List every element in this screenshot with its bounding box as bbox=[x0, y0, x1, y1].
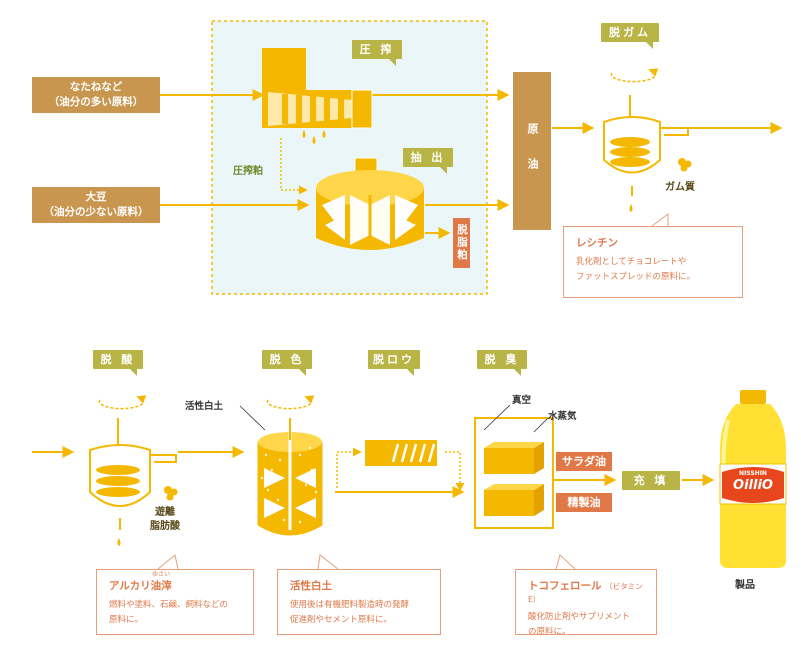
lecithin-callout: レシチン 乳化剤としてチョコレートや ファットスプレッドの原料に。 bbox=[563, 226, 743, 298]
activated-clay-label: 活性白土 bbox=[185, 401, 224, 412]
tocopherol-callout: トコフェロール （ビタミンE） 酸化防止剤やサプリメント の原料に。 bbox=[515, 569, 657, 637]
defatted-meal-label: 脱脂粕 bbox=[456, 224, 468, 262]
tocopherol-title-note: （ビタミンE） bbox=[528, 582, 643, 604]
refined-oil-tag: 精製油 bbox=[556, 493, 612, 512]
tag-press: 圧 搾 bbox=[352, 40, 402, 66]
tocopherol-title: トコフェロール bbox=[528, 580, 602, 592]
soapstock-pointer bbox=[157, 554, 179, 570]
lecithin-title: レシチン bbox=[576, 237, 618, 249]
bottle-brand-top: NISSHIN bbox=[739, 470, 767, 477]
steam-pointer bbox=[533, 417, 549, 433]
clay-callout-title: 活性白土 bbox=[290, 580, 332, 592]
product-label: 製品 bbox=[735, 580, 755, 591]
tag-fill: 充 填 bbox=[622, 471, 680, 490]
toco-callout-pointer bbox=[555, 554, 576, 570]
tag-dewax: 脱ロウ bbox=[368, 350, 420, 376]
tag-deacid: 脱 酸 bbox=[93, 350, 143, 376]
fatty-acid-line2: 脂肪酸 bbox=[150, 521, 180, 532]
source-rapeseed-line1: なたねなど bbox=[69, 81, 123, 93]
degum-discs bbox=[610, 137, 692, 212]
clay-callout: 活性白土 使用後は有機肥料製造時の発酵 促進剤やセメント原料に。 bbox=[277, 569, 441, 635]
deacid-discs bbox=[96, 465, 178, 546]
tocopherol-title-row: トコフェロール （ビタミンE） bbox=[528, 578, 646, 605]
source-soybean: 大豆 （油分の少ない原料） bbox=[32, 187, 160, 223]
tag-degum: 脱ガム bbox=[601, 23, 659, 49]
soapstock-body: 燃料や塗料、石鹸、飼料などの 原料に。 bbox=[109, 600, 229, 625]
soapstock-ruby: ゆさい bbox=[152, 571, 171, 578]
soapstock-title-row: アルカリ油滓 ゆさい bbox=[109, 571, 243, 593]
press-machine bbox=[262, 48, 373, 144]
degum-rotation bbox=[610, 68, 659, 83]
source-soybean-line1: 大豆 bbox=[85, 191, 107, 203]
tag-decolor: 脱 色 bbox=[262, 350, 312, 376]
vacuum-label: 真空 bbox=[512, 395, 532, 406]
clay-pointer bbox=[239, 405, 266, 431]
tag-deodor: 脱 臭 bbox=[477, 350, 527, 376]
source-soybean-line2: （油分の少ない原料） bbox=[43, 206, 149, 218]
decolor-rotation bbox=[266, 395, 315, 410]
arrow-dewax-loop bbox=[336, 447, 362, 488]
clay-callout-body: 使用後は有機肥料製造時の発酵 促進剤やセメント原料に。 bbox=[290, 600, 410, 625]
lecithin-body: 乳化剤としてチョコレートや ファットスプレッドの原料に。 bbox=[576, 257, 696, 282]
soapstock-callout: アルカリ油滓 ゆさい 燃料や塗料、石鹸、飼料などの 原料に。 bbox=[96, 569, 254, 635]
fatty-acid-line1: 遊離 bbox=[155, 507, 175, 518]
gum-label: ガム質 bbox=[665, 182, 695, 193]
soapstock-title: アルカリ油滓 bbox=[109, 580, 172, 592]
deodor-trays bbox=[484, 442, 544, 516]
oil-bottle bbox=[719, 390, 787, 568]
arrow-dewax-return bbox=[445, 451, 465, 492]
tag-extract: 抽 出 bbox=[403, 148, 453, 174]
crude-oil-pillar: 原 油 bbox=[513, 72, 551, 230]
vacuum-pointer bbox=[483, 404, 511, 431]
bottle-brand: OilliO bbox=[733, 478, 773, 493]
arrow-press-cake bbox=[280, 138, 308, 195]
dewax-filter bbox=[365, 440, 437, 466]
deacid-rotation bbox=[98, 395, 147, 410]
defatted-meal-tag: 脱脂粕 bbox=[453, 218, 470, 268]
decolor-tank bbox=[257, 418, 323, 536]
fatty-acid-label: 遊離 脂肪酸 bbox=[150, 506, 180, 534]
salad-oil-tag: サラダ油 bbox=[556, 452, 612, 471]
source-rapeseed-line2: （油分の多い原料） bbox=[48, 96, 144, 108]
tocopherol-body: 酸化防止剤やサプリメント の原料に。 bbox=[528, 612, 631, 637]
lecithin-pointer bbox=[651, 213, 669, 227]
extractor-machine bbox=[316, 157, 424, 250]
steam-label: 水蒸気 bbox=[548, 411, 577, 422]
press-cake-label: 圧搾粕 bbox=[233, 166, 263, 177]
crude-oil-label: 原 油 bbox=[526, 123, 539, 179]
source-rapeseed: なたねなど （油分の多い原料） bbox=[32, 77, 160, 113]
clay-callout-pointer bbox=[317, 554, 339, 570]
